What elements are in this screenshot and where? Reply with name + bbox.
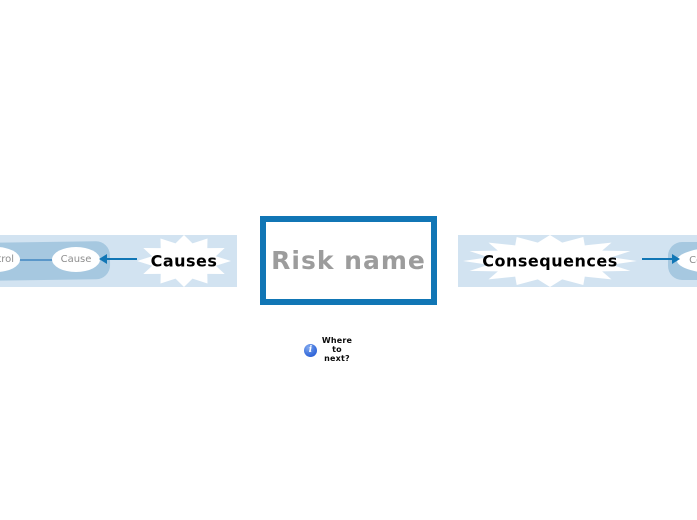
- cause-node[interactable]: Cause: [52, 247, 100, 272]
- causes-burst-shape: [137, 235, 231, 287]
- where-to-next-line1: Where: [321, 336, 353, 345]
- control-cause-connector: [14, 259, 54, 261]
- causes-burst-label: Causes: [151, 252, 218, 271]
- where-to-next-line2: to: [332, 345, 342, 354]
- info-icon-glyph: i: [308, 345, 313, 355]
- consequences-arrow-line: [642, 258, 673, 260]
- control-node[interactable]: Control: [0, 247, 20, 272]
- where-to-next-node[interactable]: i Where to next?: [302, 334, 358, 366]
- causes-burst-node[interactable]: Causes: [136, 234, 232, 288]
- consequences-arrowhead-icon: [672, 254, 680, 264]
- consequences-burst-node[interactable]: Consequences: [462, 234, 638, 288]
- consequences-burst-label: Consequences: [482, 252, 617, 271]
- risk-name-label: Risk name: [271, 246, 426, 275]
- risk-name-node[interactable]: Risk name: [260, 216, 437, 305]
- control-node-label: Control: [0, 254, 15, 265]
- cause-node-label: Cause: [60, 254, 92, 265]
- consequences-burst-shape: [463, 235, 637, 287]
- causes-arrowhead-icon: [99, 254, 107, 264]
- where-to-next-line3: next?: [324, 354, 350, 363]
- causes-arrow-line: [106, 258, 137, 260]
- where-to-next-label: Where to next?: [318, 336, 356, 363]
- info-icon[interactable]: i: [304, 344, 317, 357]
- consequence-node-label: Consequence: [689, 255, 697, 266]
